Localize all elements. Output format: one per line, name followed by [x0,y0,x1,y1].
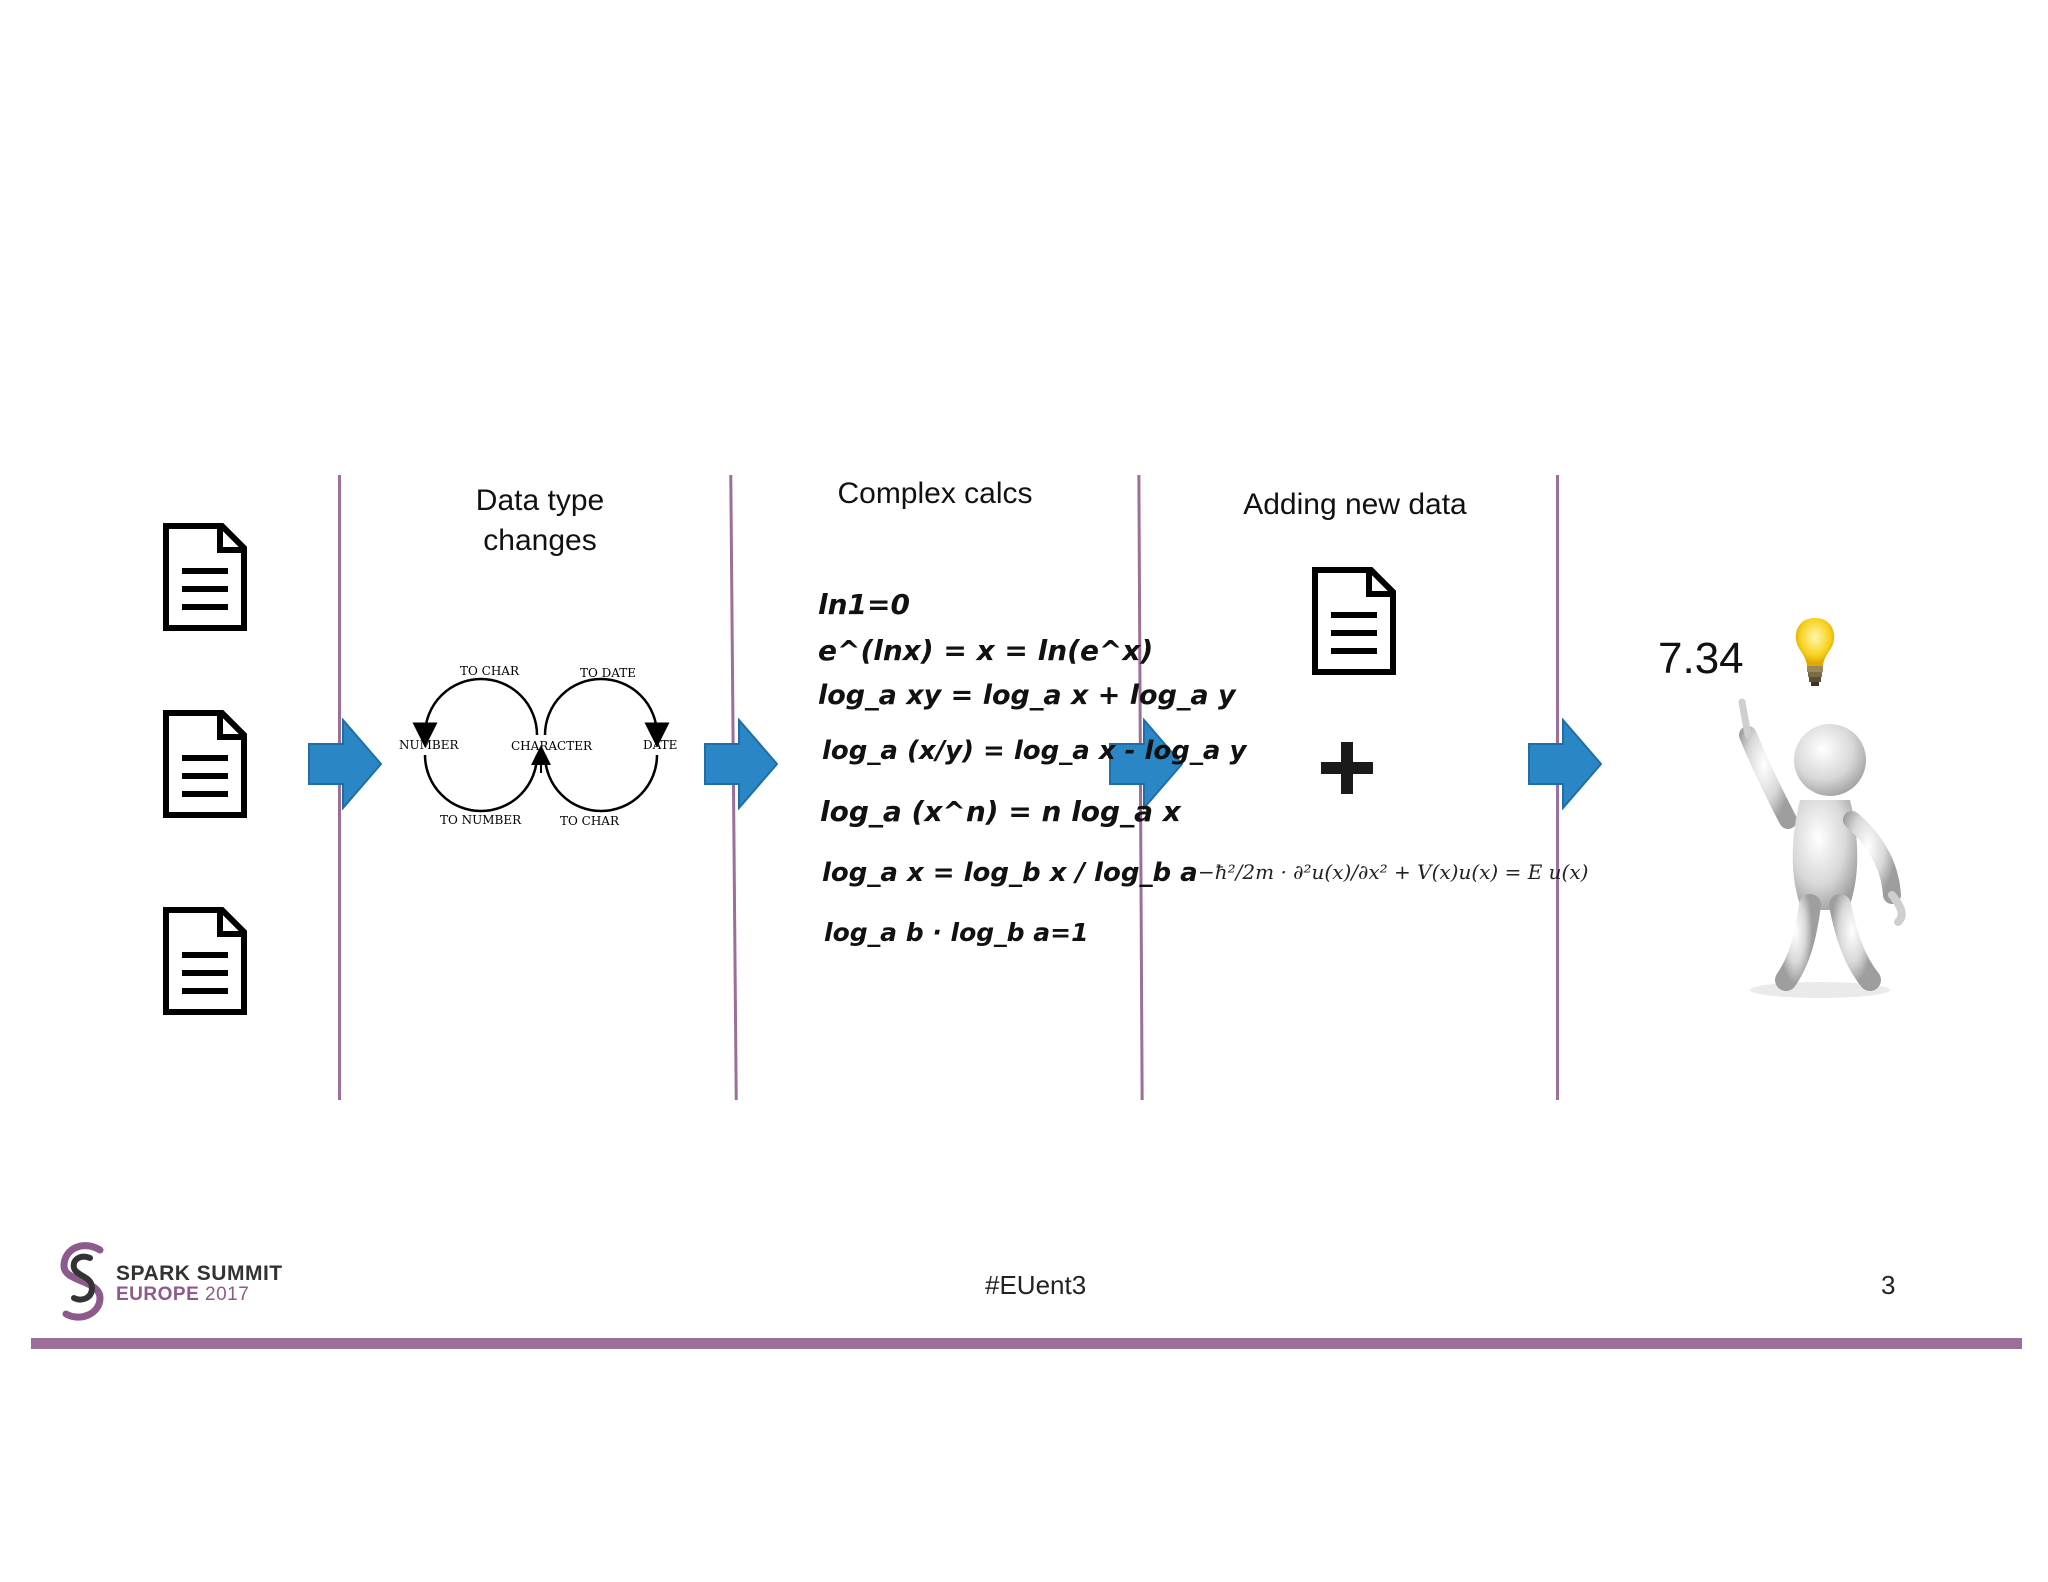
col4-title: Adding new data [1243,488,1467,521]
result-value: 7.34 [1658,634,1744,683]
document-icon-3 [163,907,247,1015]
lightbulb-icon [1795,618,1835,686]
formula-5: log_a (x^n) = n log_a x [820,795,1181,828]
col3-title: Complex calcs [837,477,1033,510]
data-type-cycle-diagram: TO CHAR TO DATE NUMBER CHARACTER DATE TO… [399,664,677,828]
spark-summit-logo-icon [60,1242,104,1321]
col2-title: Data type changes [440,481,640,561]
arrow-right-icon-1 [308,718,383,810]
formula-1: ln1=0 [818,588,910,621]
formula-6: log_a x = log_b x / log_b a [822,858,1198,888]
page-number: 3 [1881,1270,1896,1300]
label-date: DATE [643,738,677,752]
col2-title-line2: changes [483,524,597,557]
schrodinger-equation: −ħ²/2m · ∂²u(x)/∂x² + V(x)u(x) = E u(x) [1198,860,1589,884]
hashtag: #EUent3 [985,1270,1087,1300]
divider-4 [1556,475,1559,1100]
plus-icon [1321,742,1373,794]
label-to-number: TO NUMBER [440,813,522,827]
divider-1 [338,475,341,1100]
document-icon-1 [163,523,247,631]
formula-7: log_a b · log_b a=1 [824,918,1089,947]
label-to-char-bottom: TO CHAR [560,814,620,828]
logo-text-europe: EUROPE [116,1284,200,1305]
document-icon-2 [163,710,247,818]
thinking-figure-icon [1738,698,1906,998]
formula-2: e^(lnx) = x = ln(e^x) [818,634,1154,667]
label-to-char-top: TO CHAR [460,664,520,678]
logo-text-line2: EUROPE 2017 [116,1284,249,1306]
arrow-right-icon-4 [1528,718,1603,810]
footer-bar [31,1338,2022,1349]
label-character: CHARACTER [511,739,593,753]
col2-title-line1: Data type [475,484,605,517]
logo-text-year: 2017 [205,1284,250,1305]
arrow-right-icon-2 [704,718,779,810]
formula-4: log_a (x/y) = log_a x - log_a y [822,736,1247,766]
label-to-date: TO DATE [580,666,636,680]
new-document-icon [1312,567,1396,675]
logo-text-line1: SPARK SUMMIT [116,1262,283,1285]
label-number: NUMBER [399,738,459,752]
formula-3: log_a xy = log_a x + log_a y [818,680,1236,711]
arrow-right-icon-3 [1109,718,1184,810]
